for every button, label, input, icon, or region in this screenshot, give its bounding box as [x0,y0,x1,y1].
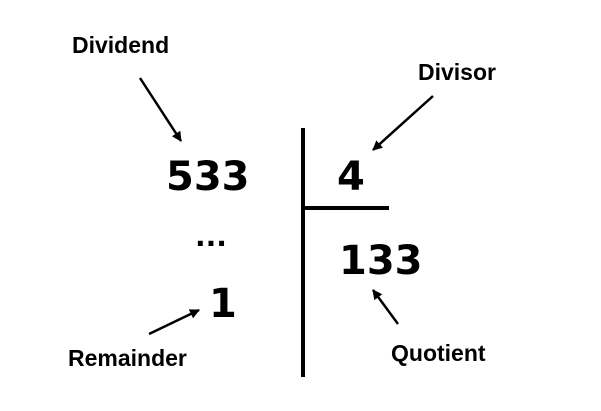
dividend-value: 533 [166,154,250,200]
quotient-arrow [371,289,400,325]
remainder-arrow [148,308,200,336]
divisor-arrow [372,95,434,151]
dividend-label: Dividend [72,32,169,58]
divisor-label: Divisor [418,59,496,85]
remainder-label: Remainder [68,345,187,371]
divisor-value: 4 [337,154,365,200]
dividend-arrow [138,77,183,142]
remainder-value: 1 [209,281,237,327]
quotient-label: Quotient [391,340,486,366]
ellipsis: ... [195,220,227,253]
quotient-value: 133 [339,238,423,284]
